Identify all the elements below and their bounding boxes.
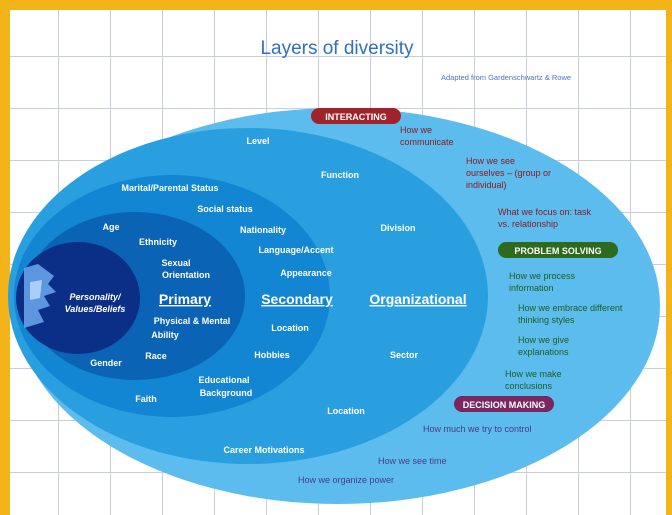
interacting-label: INTERACTING	[325, 112, 387, 122]
organizational-item-level: Level	[246, 136, 269, 146]
interacting-item-how-we-see: How we see	[466, 156, 515, 166]
problem-solving-item-give: How we give	[518, 335, 569, 345]
problem-solving-item-embrace: How we embrace different	[518, 303, 623, 313]
organizational-item-division: Division	[380, 223, 415, 233]
primary-item-orientation: Orientation	[162, 270, 210, 280]
organizational-item-function: Function	[321, 170, 359, 180]
primary-item-ethnicity: Ethnicity	[139, 237, 177, 247]
organizational-item-career-motivations: Career Motivations	[223, 445, 304, 455]
secondary-item-hobbies: Hobbies	[254, 350, 290, 360]
primary-item-ability: Ability	[151, 330, 179, 340]
primary-item-physical-mental: Physical & Mental	[154, 316, 231, 326]
core-label-line2: Values/Beliefs	[65, 304, 126, 314]
secondary-item-appearance: Appearance	[280, 268, 332, 278]
problem-solving-item-conclusions: conclusions	[505, 381, 553, 391]
problem-solving-item-process: How we process	[509, 271, 576, 281]
interacting-item-communicate: communicate	[400, 137, 454, 147]
decision-making-label: DECISION MAKING	[463, 400, 546, 410]
secondary-item-background: Background	[200, 388, 253, 398]
problem-solving-item-explanations: explanations	[518, 347, 569, 357]
decision-making-pill	[454, 396, 554, 412]
secondary-item-location: Location	[271, 323, 309, 333]
diagram-title: Layers of diversity	[260, 38, 414, 59]
core-ellipse	[16, 242, 140, 354]
primary-item-race: Race	[145, 351, 167, 361]
interacting-item-how-we: How we	[400, 125, 432, 135]
interacting-item-ourselves: ourselves – (group or	[466, 168, 551, 178]
decision-making-item-power: How we organize power	[298, 475, 394, 485]
source-note: Adapted from Gardenschwartz & Rowe	[441, 73, 571, 82]
problem-solving-item-thinking-styles: thinking styles	[518, 315, 575, 325]
secondary-label: Secondary	[261, 291, 333, 307]
primary-item-gender: Gender	[90, 358, 122, 368]
secondary-item-faith: Faith	[135, 394, 157, 404]
interacting-item-relationship: vs. relationship	[498, 219, 558, 229]
interacting-pill	[311, 108, 401, 124]
problem-solving-item-make: How we make	[505, 369, 562, 379]
problem-solving-pill	[498, 242, 618, 258]
core-label-line1: Personality/	[69, 292, 122, 302]
interacting-item-individual: individual)	[466, 180, 507, 190]
problem-solving-label: PROBLEM SOLVING	[514, 246, 601, 256]
primary-label: Primary	[159, 291, 211, 307]
secondary-item-language: Language/Accent	[258, 245, 333, 255]
organizational-label: Organizational	[369, 291, 466, 307]
organizational-item-location: Location	[327, 406, 365, 416]
decision-making-item-time: How we see time	[378, 456, 447, 466]
organizational-item-sector: Sector	[390, 350, 419, 360]
decision-making-item-control: How much we try to control	[423, 424, 532, 434]
problem-solving-item-information: information	[509, 283, 554, 293]
secondary-item-nationality: Nationality	[240, 225, 286, 235]
primary-item-sexual: Sexual	[161, 258, 190, 268]
secondary-item-social-status: Social status	[197, 204, 253, 214]
secondary-item-educational: Educational	[198, 375, 249, 385]
primary-item-age: Age	[102, 222, 119, 232]
interacting-item-focus: What we focus on: task	[498, 207, 592, 217]
person-head-icon	[24, 264, 56, 328]
secondary-item-marital: Marital/Parental Status	[121, 183, 218, 193]
